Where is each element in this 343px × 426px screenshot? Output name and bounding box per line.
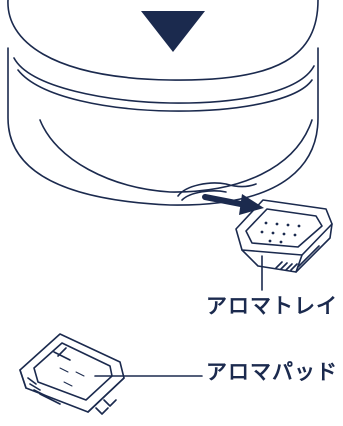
down-triangle-icon (141, 11, 205, 52)
aroma-pad (20, 334, 124, 414)
aroma-pad-label: アロマパッド (206, 362, 338, 383)
slide-out-arrow-icon (205, 194, 264, 215)
aroma-tray-label: アロマトレイ (206, 296, 338, 317)
